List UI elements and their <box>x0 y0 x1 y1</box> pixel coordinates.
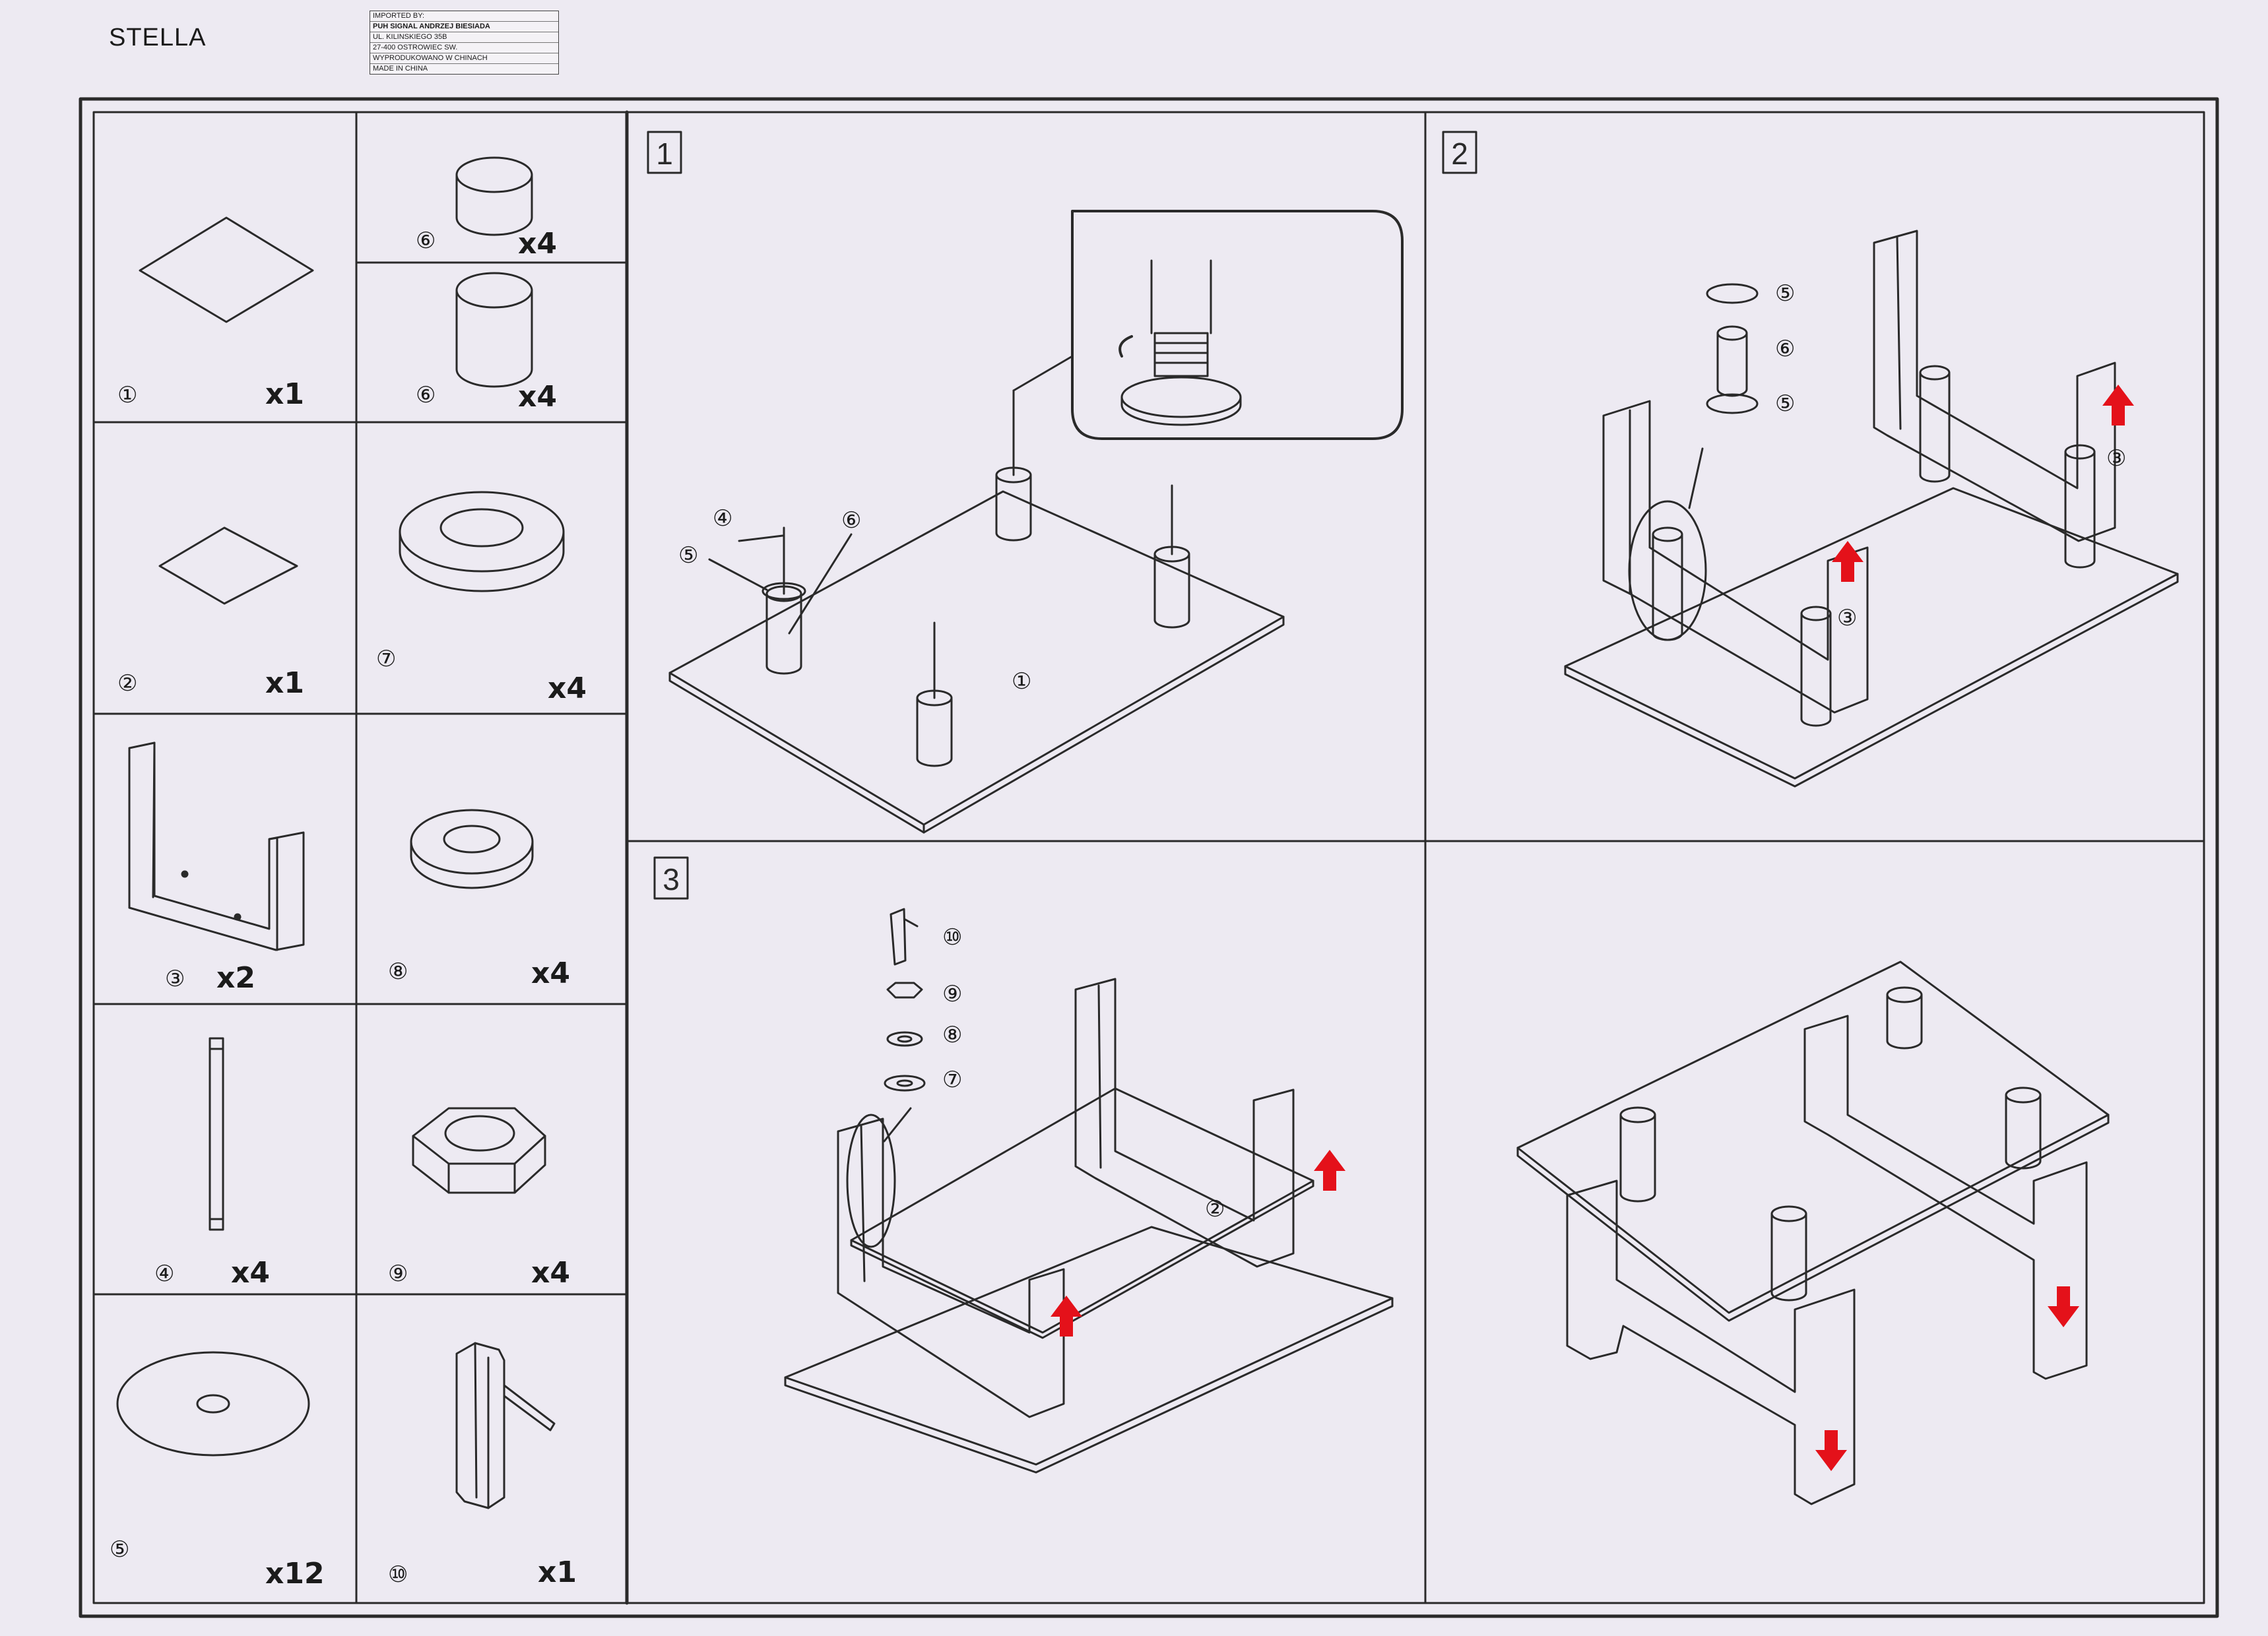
inner-frame <box>92 111 2205 1604</box>
step-3-badge: 3 <box>653 856 689 900</box>
svg-text:2: 2 <box>1451 137 1468 171</box>
step-callout: ① <box>1012 668 1031 695</box>
step-3-hardware <box>883 908 926 1143</box>
part-quantity: x2 <box>216 961 255 995</box>
part-1-glass-top <box>139 216 314 323</box>
part-number: ⑧ <box>388 959 408 985</box>
part-quantity: x1 <box>538 1556 577 1589</box>
parts-grid <box>92 110 629 1605</box>
importer-line: UL. KILINSKIEGO 35B <box>370 32 558 43</box>
step-2-illustration <box>1564 230 2179 788</box>
step-4-final-table <box>1516 960 2110 1505</box>
part-8-ring <box>410 809 534 889</box>
step-callout: ③ <box>2106 445 2126 472</box>
part-quantity: x4 <box>548 672 587 705</box>
step-callout: ⑩ <box>942 924 962 951</box>
part-number: ⑥ <box>416 228 436 254</box>
product-name: STELLA <box>109 24 207 51</box>
part-number: ⑩ <box>388 1561 408 1588</box>
part-4-threaded-rod <box>209 1037 224 1231</box>
part-quantity: x4 <box>518 380 557 414</box>
part-quantity: x1 <box>265 377 304 411</box>
arrow-up-icon <box>1312 1148 1347 1192</box>
step-3-illustration <box>784 978 1394 1474</box>
arrow-up-icon <box>2101 383 2135 427</box>
step-callout: ⑤ <box>1775 391 1795 417</box>
importer-label: IMPORTED BY: PUH SIGNAL ANDRZEJ BIESIADA… <box>370 11 559 75</box>
arrow-up-icon <box>1831 540 1865 583</box>
step-callout: ⑦ <box>942 1067 962 1093</box>
step-callout: ③ <box>1837 605 1857 631</box>
part-6-tall-cylinder <box>455 272 533 388</box>
step-callout: ⑨ <box>942 981 962 1007</box>
part-quantity: x4 <box>531 1256 570 1290</box>
step-callout: ④ <box>713 505 732 532</box>
step-1-badge: 1 <box>647 131 682 174</box>
outer-frame <box>79 97 2219 1618</box>
part-9-hex-nut <box>412 1107 546 1194</box>
part-number: ③ <box>165 966 185 992</box>
part-3-u-frame <box>128 741 305 951</box>
part-6-short-cylinder <box>455 156 533 236</box>
arrow-down-icon <box>2046 1285 2081 1329</box>
part-number: ⑦ <box>376 646 396 672</box>
part-7-ring <box>399 491 565 592</box>
step-2-badge: 2 <box>1442 131 1477 174</box>
part-number: ② <box>117 670 137 697</box>
svg-text:3: 3 <box>663 862 680 897</box>
part-2-glass-shelf <box>158 526 298 605</box>
part-quantity: x4 <box>231 1256 270 1290</box>
part-quantity: x4 <box>531 957 570 990</box>
importer-line: PUH SIGNAL ANDRZEJ BIESIADA <box>370 22 558 32</box>
part-number: ⑤ <box>110 1536 129 1563</box>
part-5-washer <box>116 1351 310 1457</box>
importer-line: 27-400 OSTROWIEC SW. <box>370 43 558 53</box>
part-number: ④ <box>154 1261 174 1287</box>
part-quantity: x1 <box>265 666 304 700</box>
step-callout: ⑧ <box>942 1022 962 1048</box>
step-callout: ⑤ <box>1775 280 1795 307</box>
step-callout: ② <box>1205 1196 1225 1222</box>
importer-line: IMPORTED BY: <box>370 11 558 22</box>
part-number: ⑥ <box>416 382 436 408</box>
svg-text:1: 1 <box>656 137 673 171</box>
importer-line: MADE IN CHINA <box>373 65 428 73</box>
arrow-down-icon <box>1814 1429 1848 1472</box>
importer-line: WYPRODUKOWANO W CHINACH <box>370 53 558 64</box>
step-callout: ⑥ <box>1775 336 1795 362</box>
step-callout: ⑤ <box>678 542 698 569</box>
part-number: ⑨ <box>388 1261 408 1287</box>
step-callout: ⑥ <box>841 507 861 534</box>
part-quantity: x12 <box>265 1557 325 1590</box>
step-1-illustration <box>668 210 1404 834</box>
part-10-hex-key <box>455 1342 556 1509</box>
steps-grid <box>626 111 2205 1604</box>
part-number: ① <box>117 382 137 408</box>
part-quantity: x4 <box>518 227 557 261</box>
